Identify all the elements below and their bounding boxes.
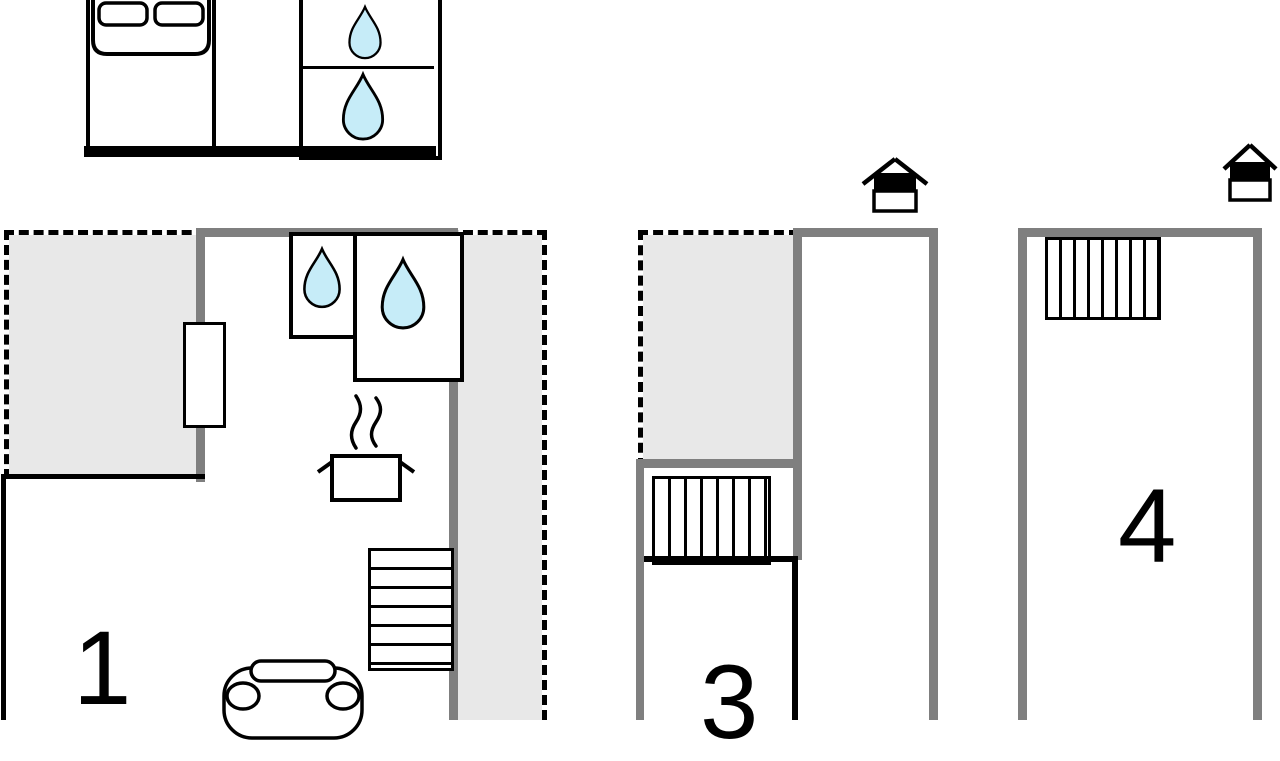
inset-wet-room-divider	[299, 66, 434, 69]
room-3-wall-top	[644, 556, 796, 562]
pot-handle	[398, 460, 416, 474]
water-drop-icon	[380, 255, 426, 330]
terrace-area	[9, 235, 198, 477]
window-icon	[183, 322, 226, 428]
balcony-area	[643, 235, 794, 461]
wall-segment	[636, 459, 802, 468]
pillow-icon	[153, 1, 205, 27]
room-4-label: 4	[1118, 468, 1177, 585]
stove-icon	[316, 394, 416, 502]
terrace-area	[455, 235, 542, 720]
water-drop-icon	[303, 245, 341, 309]
roof-line	[1248, 143, 1278, 171]
roof-line	[893, 157, 929, 186]
room-1-wall-top	[1, 474, 205, 479]
wall-segment	[929, 228, 938, 720]
wall-segment	[636, 459, 644, 720]
stairs-icon	[368, 548, 454, 671]
steam-icon	[369, 396, 383, 448]
room-3-wall-right	[792, 556, 798, 720]
stairs-icon	[652, 476, 771, 565]
chimney-icon	[861, 157, 929, 213]
roof-line	[1222, 143, 1252, 171]
wall-segment	[793, 228, 802, 560]
balcony-dashed-border-top	[638, 230, 799, 235]
wall-segment	[1253, 228, 1262, 720]
room-1-wall-left	[1, 474, 6, 720]
balcony-dashed-border-left	[638, 230, 643, 468]
steam-icon	[349, 394, 363, 450]
wall-segment	[449, 228, 458, 720]
inset-bottom-wall	[84, 146, 436, 157]
terrace-dashed-border-right	[542, 230, 547, 720]
sink-unit	[353, 232, 464, 382]
wall-segment	[793, 228, 938, 237]
inset-left-wall	[86, 0, 90, 150]
water-drop-icon	[348, 4, 382, 60]
bed-icon	[91, 0, 211, 56]
inset-middle-wall	[212, 0, 216, 150]
pot	[330, 454, 402, 502]
sofa-armrest	[225, 681, 261, 711]
chimney-base	[872, 189, 918, 213]
water-drop-icon	[341, 70, 385, 141]
pillow-icon	[97, 1, 149, 27]
stairs-icon	[1045, 237, 1161, 320]
chimney-flue	[874, 173, 916, 191]
roof-line	[861, 157, 897, 186]
chimney-icon	[1222, 143, 1278, 202]
room-1-label: 1	[73, 610, 132, 727]
sofa-backrest	[249, 659, 337, 683]
pot-handle	[316, 460, 334, 474]
terrace-dashed-border-left	[4, 230, 9, 479]
wall-segment	[1018, 228, 1027, 720]
sofa-armrest	[325, 681, 361, 711]
bed-outline	[91, 0, 211, 56]
chimney-base	[1228, 178, 1272, 202]
room-3-label: 3	[700, 644, 759, 761]
chimney-flue	[1230, 162, 1270, 180]
wall-segment	[1018, 228, 1262, 237]
sofa-icon	[222, 659, 364, 740]
